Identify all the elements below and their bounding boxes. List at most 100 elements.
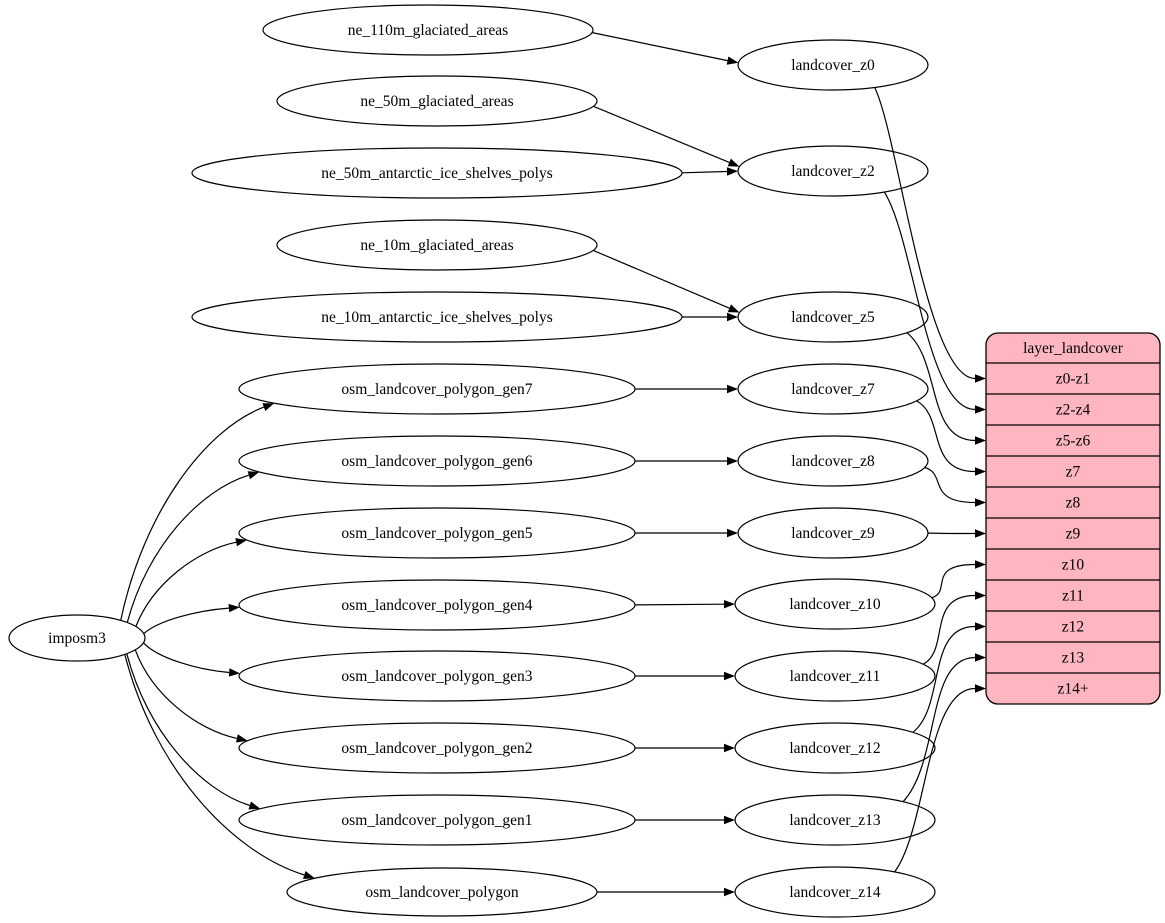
node-label: landcover_z9 (791, 525, 875, 542)
edge-line (593, 105, 730, 163)
node-label: ne_10m_antarctic_ice_shelves_polys (321, 309, 553, 326)
node-shape (734, 578, 936, 630)
arrowhead-icon (727, 158, 740, 167)
node-landcover_z0: landcover_z0 (737, 39, 929, 91)
arrowhead-icon (726, 167, 738, 176)
table-row-z7: z7 (1066, 464, 1081, 481)
edge-osm_landcover_polygon_gen3-to-landcover_z11 (634, 671, 735, 681)
node-label: imposm3 (48, 630, 106, 647)
edge-line (126, 653, 250, 807)
arrowhead-icon (975, 374, 986, 383)
table-row-z8: z8 (1066, 495, 1081, 512)
edge-landcover_z0-to-z0-z1 (874, 87, 986, 383)
arrowhead-icon (724, 887, 735, 897)
node-label: osm_landcover_polygon_gen6 (341, 453, 532, 470)
arrowhead-icon (235, 538, 247, 547)
arrowhead-icon (975, 653, 986, 662)
arrowhead-icon (727, 312, 738, 322)
edge-line (634, 603, 725, 606)
edge-line (883, 191, 976, 411)
arrowhead-icon (236, 734, 248, 743)
node-ne_10m_antarctic_ice_shelves_polys: ne_10m_antarctic_ice_shelves_polys (191, 291, 683, 343)
node-osm_landcover_polygon_gen3: osm_landcover_polygon_gen3 (238, 650, 636, 702)
node-landcover_z14: landcover_z14 (734, 866, 936, 918)
arrowhead-icon (975, 467, 986, 476)
node-label: ne_110m_glaciated_areas (348, 22, 508, 39)
node-label: landcover_z14 (789, 884, 880, 901)
node-landcover_z13: landcover_z13 (734, 794, 936, 846)
node-landcover_z2: landcover_z2 (737, 145, 929, 197)
node-landcover_z9: landcover_z9 (737, 507, 929, 559)
node-label: landcover_z0 (791, 57, 875, 74)
node-label: osm_landcover_polygon_gen4 (341, 597, 532, 614)
arrowhead-icon (727, 384, 738, 394)
table-row-z0-z1: z0-z1 (1056, 371, 1090, 388)
table-layer_landcover: layer_landcoverz0-z1z2-z4z5-z6z7z8z9z10z… (985, 332, 1161, 705)
node-shape (276, 219, 598, 271)
edge-osm_landcover_polygon_gen7-to-landcover_z7 (635, 384, 738, 394)
arrowhead-icon (724, 743, 735, 753)
edge-line (924, 466, 976, 504)
arrowhead-icon (303, 871, 315, 879)
edge-ne_50m_antarctic_ice_shelves_polys-to-landcover_z2 (681, 167, 738, 176)
node-shape (8, 614, 146, 662)
edge-line (143, 607, 229, 635)
node-osm_landcover_polygon_gen4: osm_landcover_polygon_gen4 (238, 579, 636, 631)
arrowhead-icon (727, 456, 738, 466)
table-row-z2-z4: z2-z4 (1056, 402, 1091, 419)
table-title: layer_landcover (1023, 340, 1124, 357)
table-row-z12: z12 (1062, 619, 1084, 636)
table-row-z10: z10 (1062, 557, 1085, 574)
arrowhead-icon (975, 436, 986, 445)
edge-osm_landcover_polygon_gen1-to-landcover_z13 (635, 815, 735, 825)
edge-landcover_z7-to-z7 (916, 400, 986, 476)
node-label: osm_landcover_polygon_gen3 (341, 668, 532, 685)
node-landcover_z12: landcover_z12 (734, 722, 936, 774)
edge-imposm3-to-osm_landcover_polygon (124, 654, 315, 879)
node-label: landcover_z11 (790, 668, 881, 685)
node-osm_landcover_polygon: osm_landcover_polygon (286, 867, 598, 917)
edge-landcover_z9-to-z9 (927, 529, 986, 538)
node-landcover_z7: landcover_z7 (737, 363, 929, 415)
edge-line (894, 687, 976, 873)
edge-landcover_z14-to-z14+ (894, 684, 986, 873)
node-ne_10m_glaciated_areas: ne_10m_glaciated_areas (276, 219, 598, 271)
arrowhead-icon (724, 600, 735, 609)
edge-osm_landcover_polygon-to-landcover_z14 (596, 887, 735, 897)
node-shape (238, 579, 636, 631)
edge-imposm3-to-osm_landcover_polygon_gen3 (143, 642, 241, 677)
edge-ne_10m_antarctic_ice_shelves_polys-to-landcover_z5 (682, 312, 738, 322)
edge-line (120, 406, 265, 621)
edge-osm_landcover_polygon_gen6-to-landcover_z8 (635, 456, 738, 466)
edge-line (591, 32, 728, 62)
edge-ne_110m_glaciated_areas-to-landcover_z0 (591, 32, 739, 65)
edge-landcover_z5-to-z5-z6 (906, 332, 986, 445)
node-ne_50m_glaciated_areas: ne_50m_glaciated_areas (276, 75, 598, 127)
table-row-z13: z13 (1062, 650, 1085, 667)
edge-imposm3-to-osm_landcover_polygon_gen6 (126, 471, 260, 623)
node-landcover_z11: landcover_z11 (734, 650, 936, 702)
node-osm_landcover_polygon_gen6: osm_landcover_polygon_gen6 (238, 435, 636, 487)
node-label: landcover_z8 (791, 453, 875, 470)
edge-line (912, 625, 976, 733)
node-label: osm_landcover_polygon_gen5 (341, 525, 532, 542)
node-shape (191, 147, 683, 199)
edge-landcover_z13-to-z13 (902, 653, 986, 803)
arrowhead-icon (975, 529, 986, 538)
edge-line (902, 656, 976, 803)
node-ne_110m_glaciated_areas: ne_110m_glaciated_areas (262, 4, 594, 56)
edge-landcover_z12-to-z12 (912, 622, 986, 733)
edge-line (143, 642, 230, 674)
arrowhead-icon (724, 671, 735, 681)
arrowhead-icon (727, 304, 740, 313)
arrowhead-icon (975, 560, 986, 569)
arrowhead-icon (975, 684, 986, 693)
table-row-z14+: z14+ (1057, 681, 1088, 698)
node-imposm3: imposm3 (8, 614, 146, 662)
table-row-z9: z9 (1066, 526, 1081, 543)
node-label: landcover_z13 (789, 812, 880, 829)
node-label: ne_50m_glaciated_areas (360, 93, 513, 110)
node-shape (737, 145, 929, 197)
node-landcover_z10: landcover_z10 (734, 578, 936, 630)
